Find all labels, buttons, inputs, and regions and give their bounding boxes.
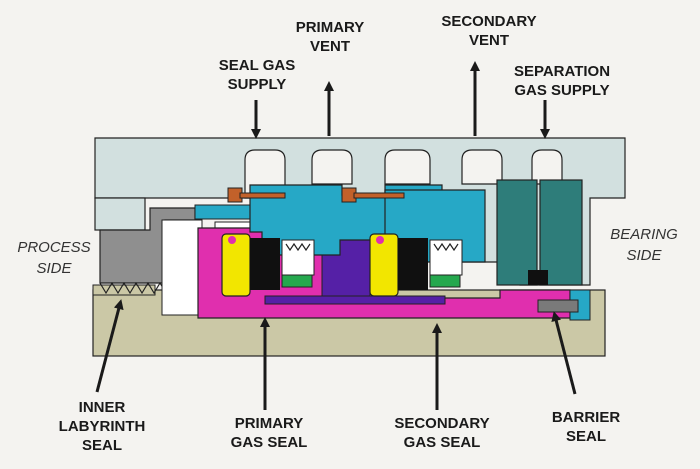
label-line: GAS SEAL xyxy=(230,434,308,451)
label-line: SIDE xyxy=(36,260,72,277)
label-line: PRIMARY xyxy=(234,415,304,432)
label-line: VENT xyxy=(309,38,350,55)
primary-seal-set xyxy=(221,233,315,297)
secondary-element xyxy=(264,295,446,305)
cavity xyxy=(161,219,203,316)
secondary-gas-seal-label: SECONDARY GAS SEAL xyxy=(383,414,501,452)
label-line: SEPARATION xyxy=(513,63,611,80)
inner-labyrinth-seal-arrow xyxy=(95,299,124,393)
housing xyxy=(94,137,626,286)
label-line: SEAL GAS xyxy=(218,57,296,74)
label-line: PRIMARY xyxy=(295,19,365,36)
label-line: BEARING xyxy=(610,226,678,243)
barrier-housing xyxy=(496,179,591,321)
label-line: GAS SUPPLY xyxy=(514,82,610,99)
secondary-vent-label: SECONDARY VENT xyxy=(430,12,548,50)
seal-gas-supply-label: SEAL GAS SUPPLY xyxy=(210,56,304,94)
inner-labyrinth-seal-label: INNER LABYRINTH SEAL xyxy=(50,398,154,455)
label-line: LABYRINTH xyxy=(58,418,146,435)
barrier-seal-label: BARRIER SEAL xyxy=(543,408,629,446)
label-line: VENT xyxy=(468,32,509,49)
label-line: INNER xyxy=(78,399,126,416)
bolt xyxy=(227,187,405,203)
primary-gas-seal-label: PRIMARY GAS SEAL xyxy=(220,414,318,452)
label-line: GAS SEAL xyxy=(403,434,481,451)
primary-vent-label: PRIMARY VENT xyxy=(285,18,375,56)
label-line: SEAL xyxy=(565,428,606,445)
process-side-label: PROCESS SIDE xyxy=(5,237,103,279)
label-line: BARRIER xyxy=(551,409,621,426)
bearing-side-label: BEARING SIDE xyxy=(598,224,690,266)
label-line: SECONDARY xyxy=(441,13,537,30)
secondary-seal-set xyxy=(369,233,463,297)
barrier-seal-arrow xyxy=(551,311,577,395)
label-line: SUPPLY xyxy=(227,76,287,93)
separation-gas-supply-label: SEPARATION GAS SUPPLY xyxy=(498,62,626,100)
label-line: SECONDARY xyxy=(394,415,490,432)
label-line: PROCESS xyxy=(17,239,91,256)
label-line: SEAL xyxy=(81,437,122,454)
label-line: SIDE xyxy=(626,247,662,264)
